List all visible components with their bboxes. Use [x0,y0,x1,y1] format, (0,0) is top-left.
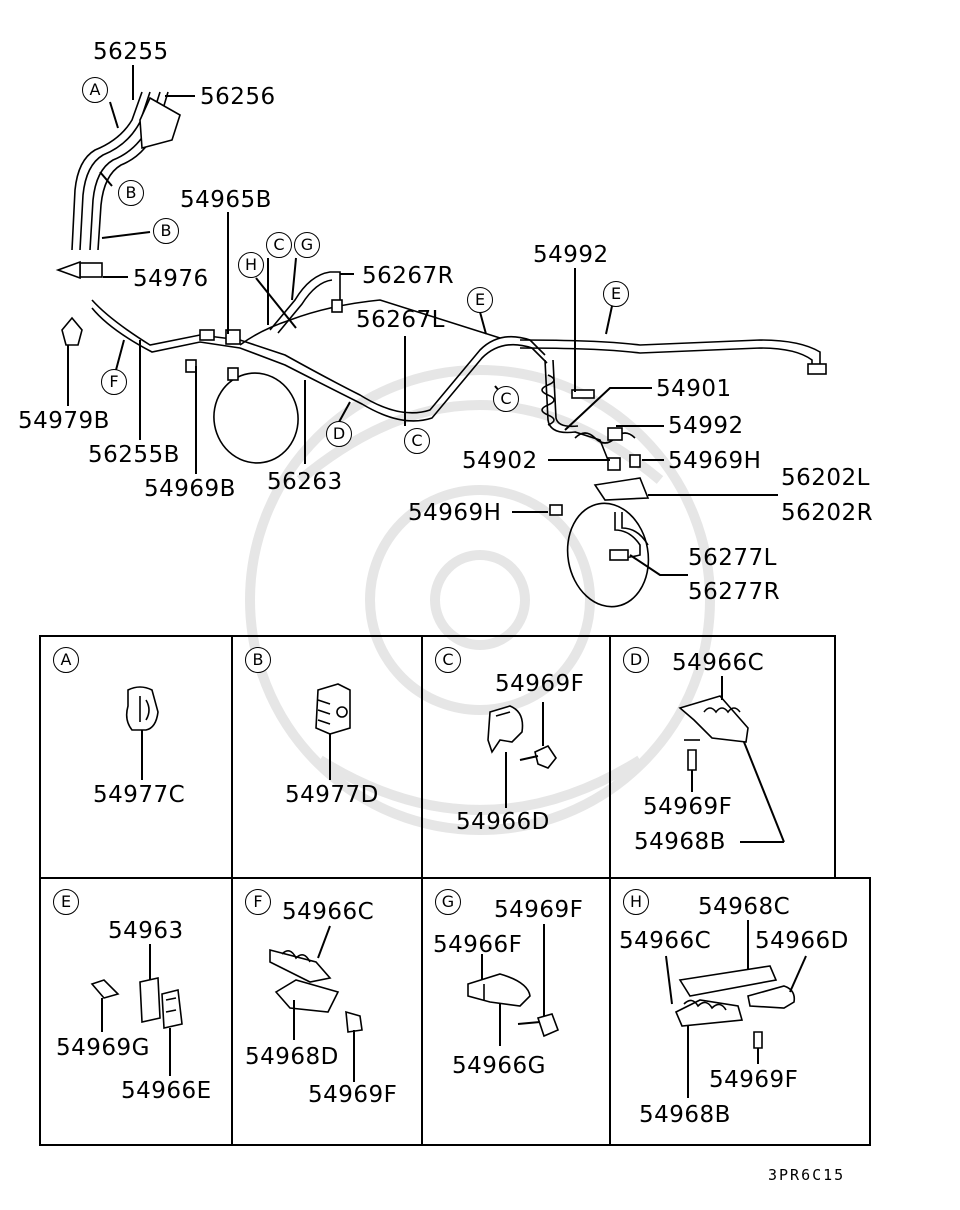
part-label-54969h-lower: 54969H [408,500,502,526]
callout-e-second: E [603,281,629,307]
panel-grid [39,635,871,1146]
callout-f: F [101,369,127,395]
part-label-56267r: 56267R [362,263,455,289]
callout-d: D [326,421,352,447]
panel-c-letter: C [435,647,461,673]
panel-f-letter: F [245,889,271,915]
callout-h: H [238,252,264,278]
part-label-56255: 56255 [93,39,169,65]
panel-d-part-54969f: 54969F [643,794,733,820]
panel-h-part-54968b: 54968B [639,1102,731,1128]
panel-c-part-54966d: 54966D [456,809,550,835]
panel-b-part-54977d: 54977D [285,782,379,808]
panel-g-part-54966g: 54966G [452,1053,546,1079]
clip-54966f-54966g-drawing [467,924,560,1046]
panel-d-part-54968b: 54968B [634,829,726,855]
clip-54966d-drawing [487,702,557,808]
part-label-56255b: 56255B [88,442,180,468]
panel-h-letter: H [623,889,649,915]
callout-b: B [118,180,144,206]
part-label-54992-lower: 54992 [668,413,744,439]
callout-c-second: C [404,428,430,454]
panel-d-letter: D [623,647,649,673]
part-label-54979b: 54979B [18,408,110,434]
panel-d-part-54966c: 54966C [672,650,765,676]
panel-h-part-54966d: 54966D [755,928,849,954]
part-label-54992: 54992 [533,242,609,268]
part-label-56277l: 56277L [688,545,777,571]
leader-lines [67,65,778,576]
panel-e-part-54969g: 54969G [56,1035,150,1061]
panel-f-part-54968d: 54968D [245,1044,339,1070]
part-label-54976: 54976 [133,266,209,292]
panel-g-part-54966f: 54966F [433,932,523,958]
part-label-56263: 56263 [267,469,343,495]
part-label-54965b: 54965B [180,187,272,213]
diagram-reference-code: 3PR6C15 [768,1166,846,1184]
panel-b-letter: B [245,647,271,673]
clip-54977c-drawing [125,686,159,780]
part-label-56202l: 56202L [781,465,870,491]
part-label-54901: 54901 [656,376,732,402]
panel-a-part-54977c: 54977C [93,782,186,808]
panel-h-part-54969f: 54969F [709,1067,799,1093]
part-label-56277r: 56277R [688,579,781,605]
part-label-56202r: 56202R [781,500,874,526]
part-label-56256: 56256 [200,84,276,110]
callout-b-second: B [153,218,179,244]
callout-c-third: C [493,386,519,412]
part-label-54969b: 54969B [144,476,236,502]
part-label-54902: 54902 [462,448,538,474]
panel-e-part-54966e: 54966E [121,1078,212,1104]
callout-g: G [294,232,320,258]
part-label-56267l: 56267L [356,307,445,333]
clip-54966c-54968b-drawing [678,676,785,843]
clip-54977d-drawing [315,683,351,780]
watermark-emblem [245,365,715,835]
clip-54968c-54966d-drawing [665,920,807,1098]
clip-54966e-drawing [90,944,183,1076]
clip-54966c-54968d-drawing [269,925,363,1082]
panel-g-part-54969f: 54969F [494,897,584,923]
panel-g-letter: G [435,889,461,915]
panel-h-part-54968c: 54968C [698,894,791,920]
panel-a-letter: A [53,647,79,673]
callout-e: E [467,287,493,313]
callout-a: A [82,77,108,103]
panel-c-part-54969f: 54969F [495,671,585,697]
panel-f-part-54966c: 54966C [282,899,375,925]
callout-c: C [266,232,292,258]
panel-e-part-54963: 54963 [108,918,184,944]
part-label-54969h: 54969H [668,448,762,474]
panel-h-part-54966c: 54966C [619,928,712,954]
brake-pipe-lines [55,91,827,608]
panel-f-part-54969f: 54969F [308,1082,398,1108]
panel-e-letter: E [53,889,79,915]
